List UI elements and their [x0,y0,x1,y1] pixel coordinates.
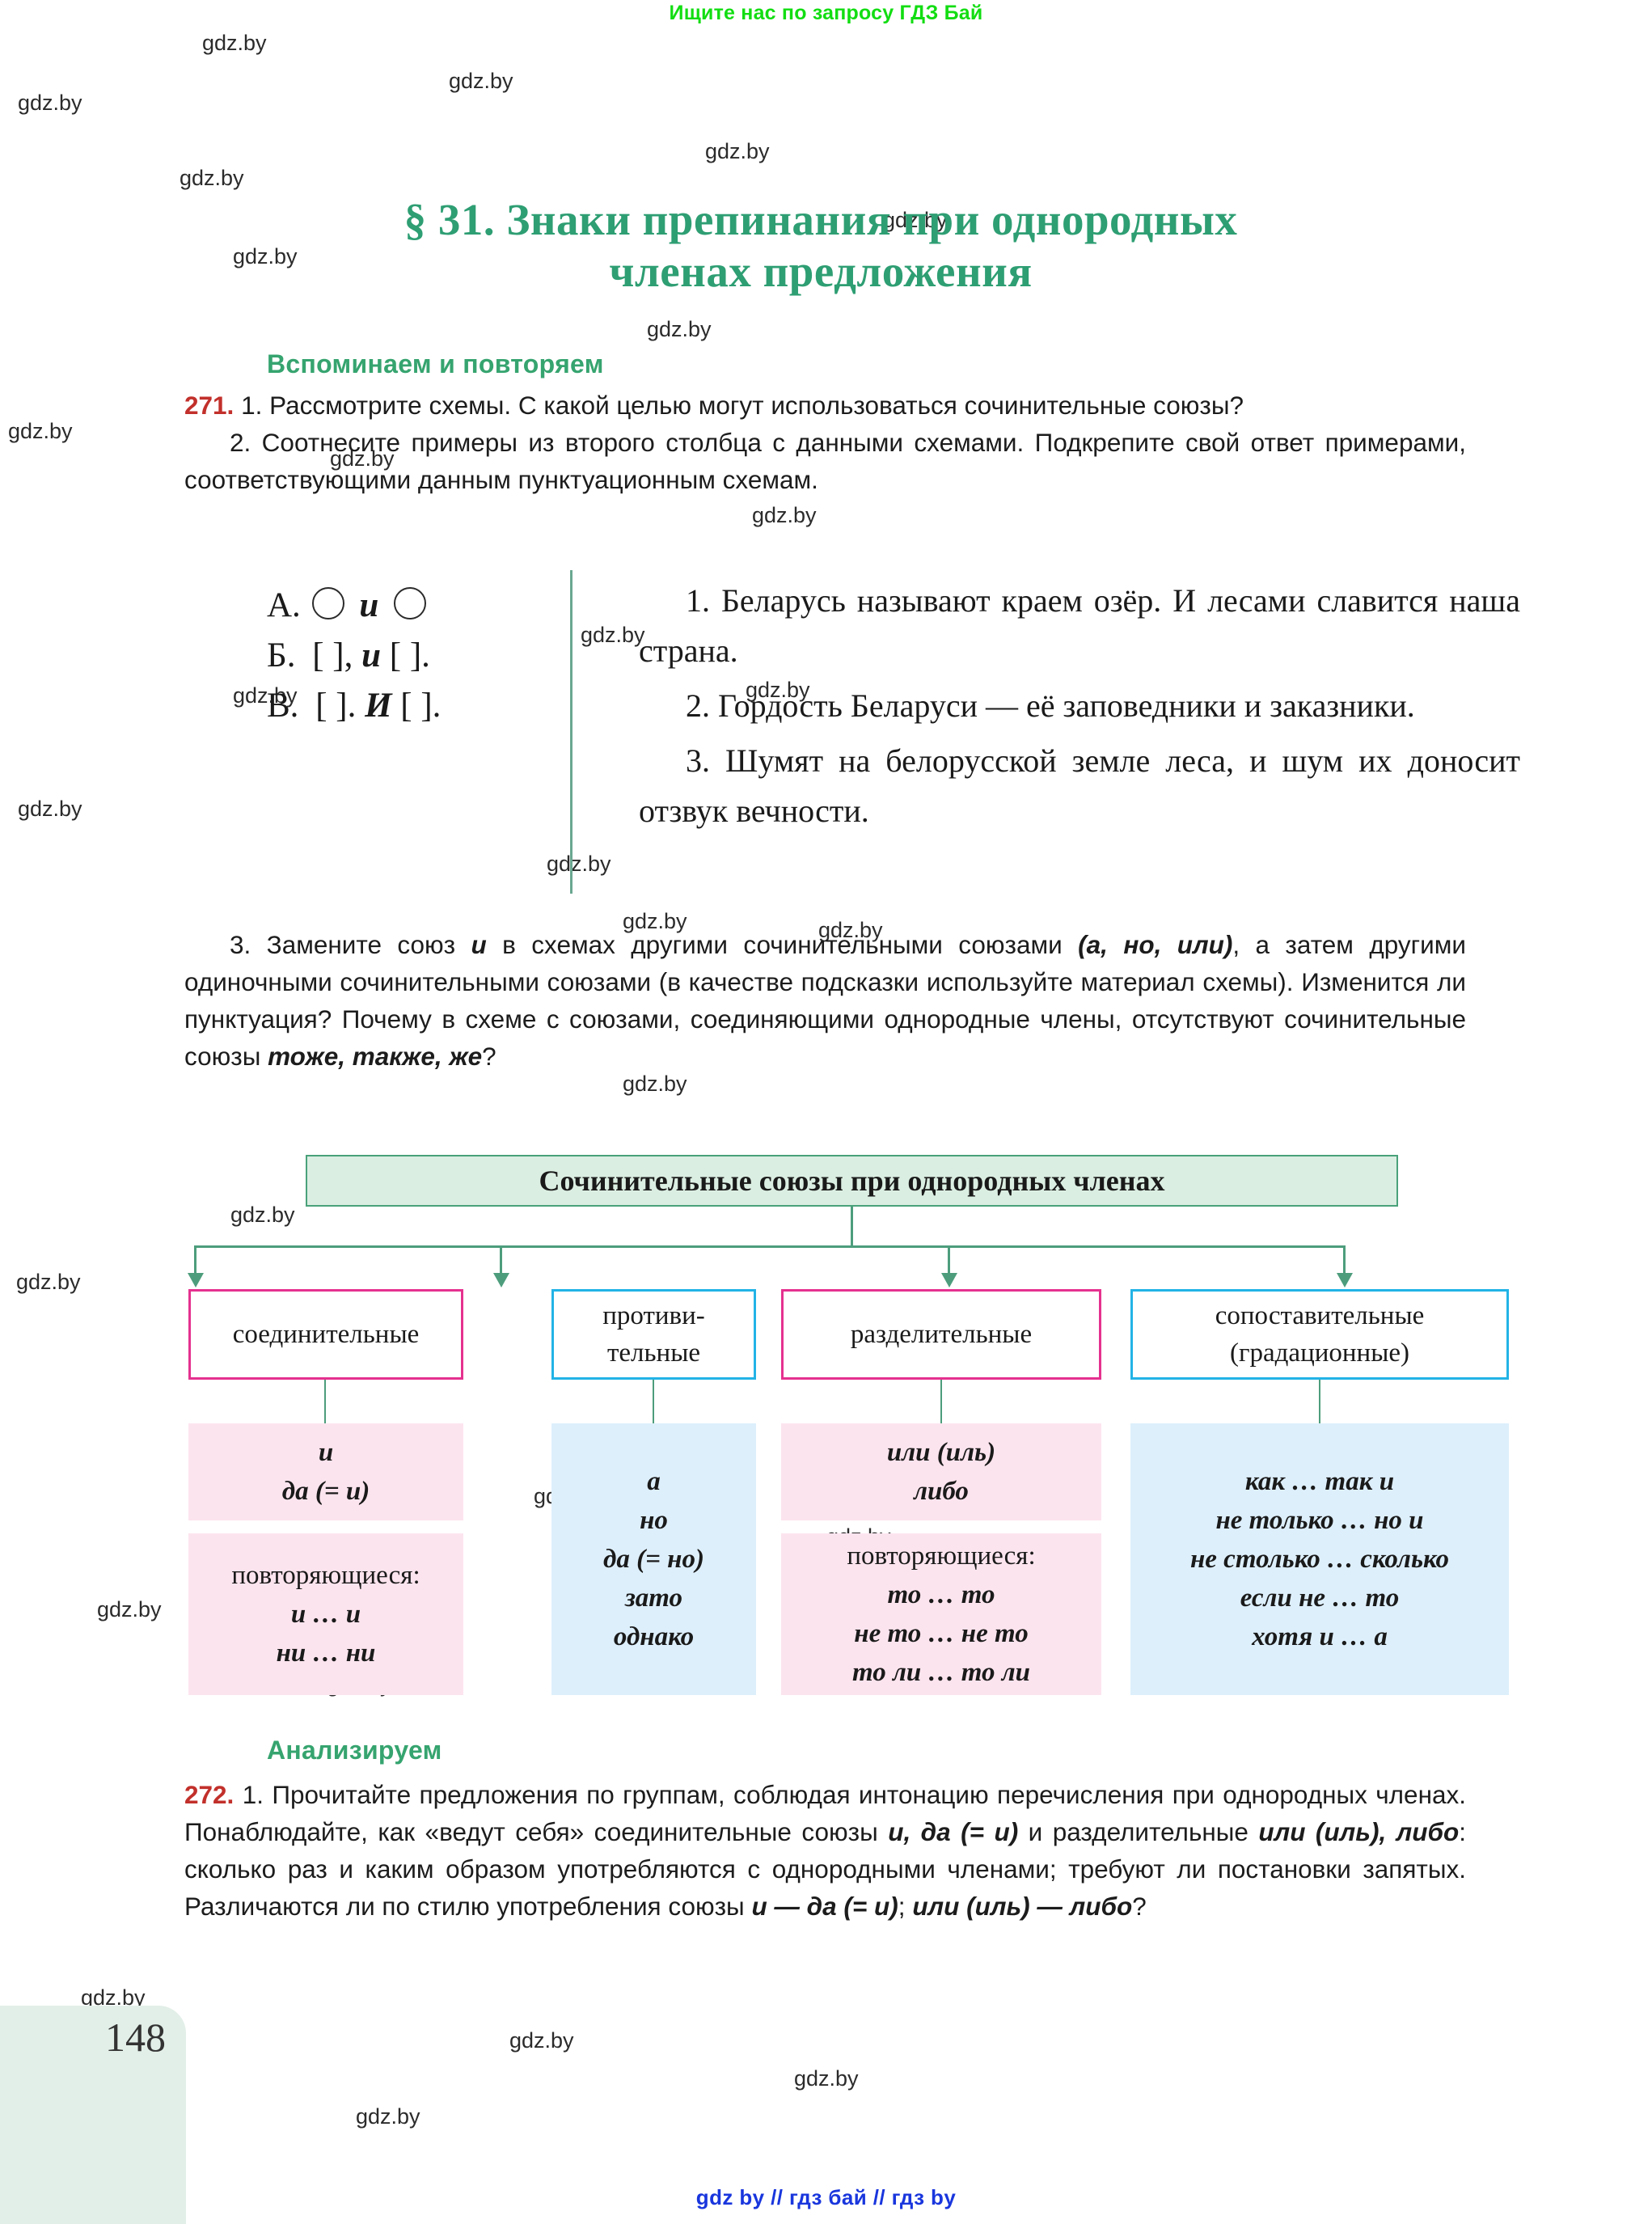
example-sentence: 3. Шумят на белорусской земле леса, и шу… [639,742,1520,829]
page-number: 148 [105,2015,166,2060]
exercise-271-task1-text: 1. Рассмотрите схемы. С какой целью могу… [241,391,1244,420]
value-lines: или (иль)либо [886,1438,996,1506]
promo-banner: Ищите нас по запросу ГДЗ Бай [669,2,983,24]
category-box-coordinating: соединительные [188,1289,463,1380]
footer-links: gdz by // гдз бай // гдз by [695,2185,957,2209]
e272-i2: или (иль), либо [1258,1817,1460,1846]
e272-d: ; [898,1892,913,1921]
category-label: противи-тельные [602,1301,705,1368]
connector-bus [194,1245,1346,1248]
scheme-label-b: Б. [267,636,296,674]
category-label: сопоставительные(градационные) [1215,1301,1425,1368]
t3-a: 3. Замените союз [230,930,471,959]
connector-cat-val-3 [940,1380,942,1423]
connector-cat-val-2 [653,1380,654,1423]
t3-i1: и [471,930,487,959]
page-title: § 31. Знаки препинания при однородных чл… [243,194,1399,298]
scheme-text-b: [ ], и [ ]. [312,636,430,674]
example-sentences: 1. Беларусь называют краем озёр. И лесам… [639,576,1520,841]
column-divider [570,570,572,894]
circle-icon [311,587,344,619]
punctuation-schemes: А. и Б. [ ], и [ ]. В. [ ]. И [ ]. [267,581,441,731]
page-title-line1: § 31. Знаки препинания при однородных [403,195,1238,244]
page-corner-decoration [0,2006,186,2224]
exercise-271-number: 271. [184,391,234,420]
exercise-272: 272. 1. Прочитайте предложения по группа… [184,1776,1466,1925]
category-label: соединительные [232,1320,420,1349]
exercise-271-task3: 3. Замените союз и в схемах другими сочи… [184,926,1466,1075]
connector-drop-3 [948,1245,950,1279]
example-sentence: 2. Гордость Беларуси — её заповедники и … [686,687,1415,724]
exercise-271-intro: 271. 1. Рассмотрите схемы. С какой целью… [184,387,1466,498]
scheme-item-b: Б. [ ], и [ ]. [267,631,441,681]
e272-e: ? [1132,1892,1147,1921]
e272-b: и разделительные [1018,1817,1259,1846]
exercise-271-task1: 271. 1. Рассмотрите схемы. С какой целью… [184,387,1466,424]
e272-i4: или (иль) — либо [912,1892,1133,1921]
category-box-adversative: противи-тельные [551,1289,756,1380]
diagram-title: Сочинительные союзы при однородных члена… [306,1155,1398,1207]
page-title-line2: членах предложения [609,247,1033,297]
arrow-down-icon [188,1273,204,1287]
connector-cat-val-1 [324,1380,326,1423]
circle-icon [393,587,426,619]
connector-drop-4 [1343,1245,1346,1279]
value-box-disjunctive-simple: или (иль)либо [781,1423,1101,1520]
scheme-conj-a: и [359,586,379,624]
scheme-item-c: В. [ ]. И [ ]. [267,681,441,731]
category-box-disjunctive: разделительные [781,1289,1101,1380]
scheme-item-a: А. и [267,581,441,631]
t3-b: в схемах другими сочинительными союзами [486,930,1079,959]
t3-i2: (а, но, или) [1078,930,1233,959]
category-label: разделительные [850,1320,1033,1349]
e272-i3: и — да (= и) [751,1892,898,1921]
arrow-down-icon [493,1273,509,1287]
exercise-271-task3-text: 3. Замените союз и в схемах другими сочи… [184,926,1466,1075]
category-box-gradational: сопоставительные(градационные) [1130,1289,1509,1380]
connector-drop-1 [194,1245,196,1279]
rubric-recall: Вспоминаем и повторяем [267,349,604,378]
t3-i3: тоже, также, же [268,1042,483,1071]
scheme-label-c: В. [267,687,299,725]
rubric-analyze: Анализируем [267,1736,442,1765]
exercise-272-number: 272. [184,1780,234,1809]
connector-stem [851,1207,853,1247]
arrow-down-icon [1337,1273,1353,1287]
e272-c: : сколько раз и каким образом употребляю… [184,1817,1467,1921]
e272-a: 1. Прочитайте предложения по группам, со… [184,1780,1466,1846]
connector-drop-2 [500,1245,502,1279]
example-sentence: 1. Беларусь называют краем озёр. И лесам… [639,582,1520,669]
arrow-down-icon [941,1273,957,1287]
scheme-text-c: [ ]. И [ ]. [315,687,442,725]
exercise-271-task2: 2. Соотнесите примеры из второго столбца… [184,428,1466,494]
t3-d: ? [482,1042,496,1071]
t3-c: , а затем другими одиночными сочинительн… [184,930,1466,1071]
connector-cat-val-4 [1319,1380,1320,1423]
scheme-label-a: А. [267,586,301,624]
e272-i1: и, да (= и) [888,1817,1019,1846]
exercise-272-text: 272. 1. Прочитайте предложения по группа… [184,1776,1466,1925]
